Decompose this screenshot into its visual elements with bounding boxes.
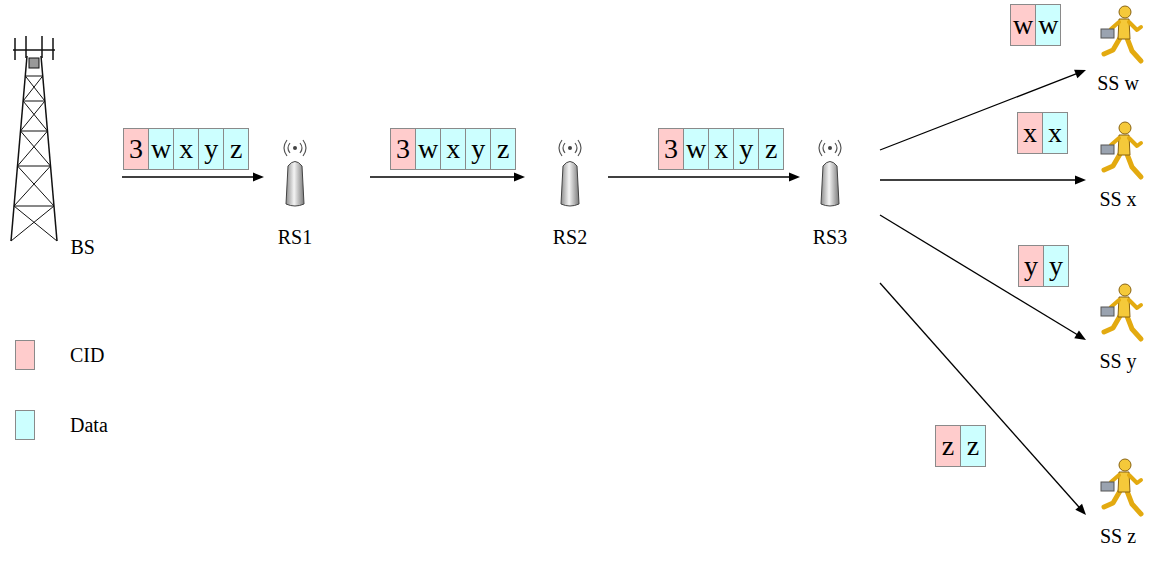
link-arrow [880,176,1086,185]
data-cell: z [490,128,516,170]
station-label: RS3 [813,226,847,248]
subscriber-figure [1101,6,1141,61]
data-cell: y [198,128,224,170]
tower-bracing [14,76,57,241]
tower-rod [25,36,27,58]
link-line [122,176,254,177]
packet-frame: 3wxyz [390,128,516,170]
tower-rung [23,101,45,102]
legend-swatch [15,340,35,370]
tower-rung [21,131,48,132]
tower-crossarm [13,49,55,51]
tower-bracing [11,76,54,241]
link-line [880,283,1079,508]
arrow-head [514,173,525,182]
arrow-head [1074,70,1086,78]
data-cell: z [960,425,986,467]
station-label: SS z [1100,525,1136,547]
station-node: SS w [1088,2,1148,94]
arrow-head [1075,504,1086,515]
tower-leg [11,56,27,241]
station-node: BS [5,36,95,258]
legend-swatch [15,410,35,440]
station-label: SS x [1099,188,1136,210]
data-cell: x [440,128,466,170]
station-node: SS y [1088,280,1148,372]
cid-cell: x [1017,112,1043,154]
cid-cell: w [1010,4,1036,46]
data-cell: w [148,128,174,170]
data-cell: z [758,128,784,170]
arrow-head [253,173,264,182]
subscriber-figure [1101,459,1141,514]
legend-text: Data [70,414,108,436]
station-node: SS z [1088,455,1148,547]
station-label: SS w [1097,72,1139,94]
cid-cell: y [1018,245,1044,287]
relay-antenna [819,140,841,206]
link-line [608,176,790,177]
arrow-head [1074,330,1086,340]
legend-text: CID [70,344,104,366]
link-arrow [608,173,800,182]
packet-frame: ww [1010,4,1061,46]
data-cell: y [465,128,491,170]
tower-rod [14,38,16,60]
tower-rod [52,38,54,60]
data-cell: x [1042,112,1068,154]
data-cell: y [1043,245,1069,287]
cid-cell: 3 [658,128,684,170]
link-line [880,179,1076,180]
arrow-head [1075,176,1086,185]
link-arrow [122,173,264,182]
relay-antenna [559,140,581,206]
tower-rung [25,76,42,77]
link-arrow [880,215,1086,340]
station-label: BS [71,236,95,258]
packet-frame: xx [1017,112,1068,154]
tower-equipment [29,58,39,68]
link-arrow [370,173,525,182]
data-cell: y [733,128,759,170]
tower-leg [41,56,57,241]
station-label: RS1 [278,226,312,248]
data-cell: w [415,128,441,170]
station-node: RS3 [802,136,858,248]
tower-rung [18,166,51,167]
base-station-tower [11,36,57,241]
link-line [370,176,515,177]
tower-rung [14,206,54,207]
station-node: SS x [1088,118,1148,210]
station-node: RS2 [542,136,598,248]
subscriber-figure [1101,284,1141,339]
packet-frame: yy [1018,245,1069,287]
data-cell: x [173,128,199,170]
cid-cell: 3 [123,128,149,170]
relay-antenna [284,140,306,206]
station-node: RS1 [267,136,323,248]
packet-frame: 3wxyz [123,128,249,170]
data-cell: z [223,128,249,170]
cid-cell: z [935,425,961,467]
subscriber-figure [1101,122,1141,177]
station-label: SS y [1099,350,1136,372]
packet-frame: 3wxyz [658,128,784,170]
arrow-head [789,173,800,182]
tower-rod [41,36,43,58]
data-cell: x [708,128,734,170]
station-label: RS2 [553,226,587,248]
data-cell: w [683,128,709,170]
packet-frame: zz [935,425,986,467]
data-cell: w [1035,4,1061,46]
cid-cell: 3 [390,128,416,170]
link-arrow [880,283,1086,515]
